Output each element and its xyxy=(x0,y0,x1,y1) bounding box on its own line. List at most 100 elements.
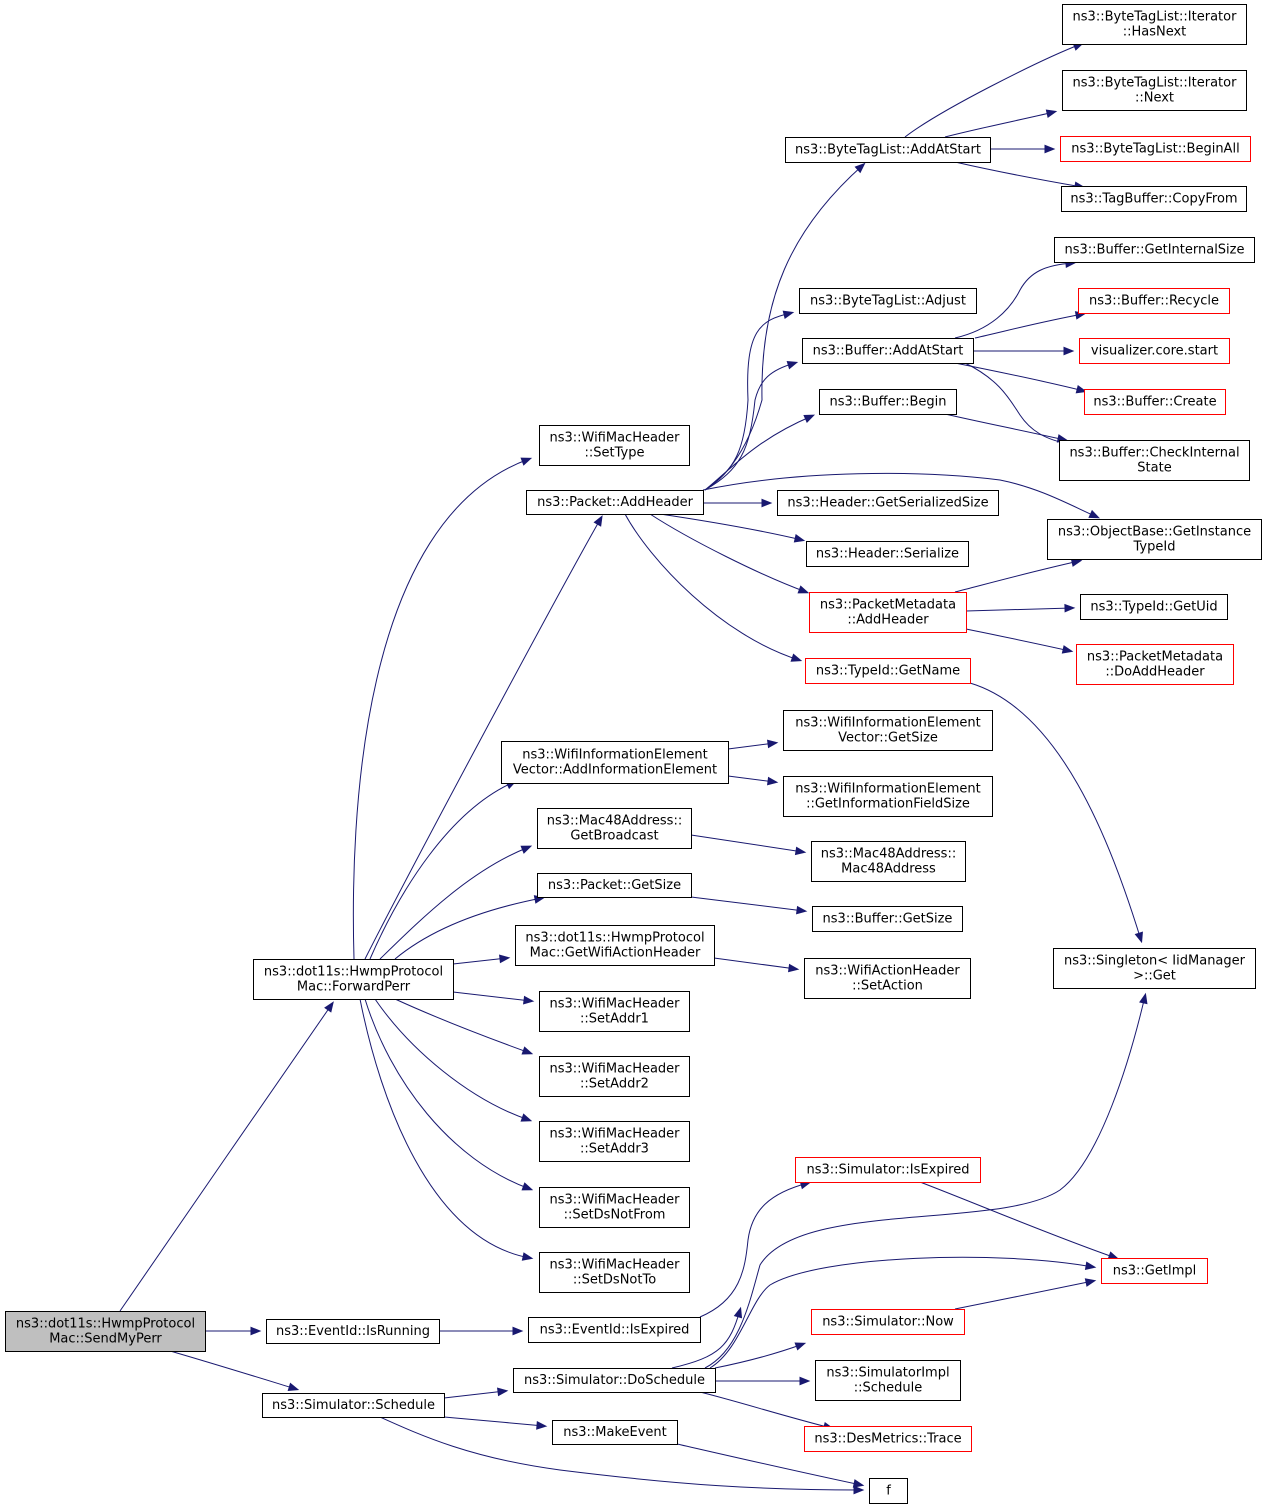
node-box xyxy=(1047,519,1262,560)
edge-forwardperr-to-wmh-settype xyxy=(352,457,533,960)
edge-forwardperr-to-mac48-getbroadcast xyxy=(379,845,533,960)
node-label: ns3::WifiMacHeader xyxy=(549,1127,680,1142)
edge-arrowhead xyxy=(250,1326,262,1336)
edge-line xyxy=(954,560,1080,593)
node-pm-doaddheader[interactable]: ns3::PacketMetadata::DoAddHeader xyxy=(1076,644,1234,685)
node-label: ns3::GetImpl xyxy=(1113,1264,1197,1279)
edge-arrowhead xyxy=(1075,384,1088,394)
edge-btl-addatstart-to-tagbuffer-copyfrom xyxy=(954,161,1086,190)
node-wiev-addinfo[interactable]: ns3::WifiInformationElementVector::AddIn… xyxy=(501,741,729,784)
edge-line xyxy=(690,834,804,853)
node-box xyxy=(804,1426,972,1452)
node-typeid-getuid[interactable]: ns3::TypeId::GetUid xyxy=(1080,594,1228,620)
node-singleton-get[interactable]: ns3::Singleton< IidManager >::Get xyxy=(1053,948,1256,989)
node-buffer-begin[interactable]: ns3::Buffer::Begin xyxy=(819,389,957,415)
edge-line xyxy=(702,472,1098,518)
node-eventid-isrunning[interactable]: ns3::EventId::IsRunning xyxy=(266,1319,440,1344)
node-label: ns3::WifiMacHeader xyxy=(549,997,680,1012)
node-eventid-isexpired[interactable]: ns3::EventId::IsExpired xyxy=(528,1317,701,1343)
edges-layer xyxy=(119,42,1148,1495)
node-visualizer-core-start[interactable]: visualizer.core.start xyxy=(1079,338,1230,364)
edge-line xyxy=(443,1416,545,1427)
node-getimpl[interactable]: ns3::GetImpl xyxy=(1101,1258,1208,1284)
edge-getwifiactionheader-to-wah-setaction xyxy=(713,957,800,973)
node-label: ns3::PacketMetadata xyxy=(1087,650,1223,665)
node-wmh-setaddr3[interactable]: ns3::WifiMacHeader::SetAddr3 xyxy=(539,1121,690,1162)
node-wah-setaction[interactable]: ns3::WifiActionHeader::SetAction xyxy=(804,958,971,999)
node-buffer-addatstart[interactable]: ns3::Buffer::AddAtStart xyxy=(802,338,974,364)
node-getwifiactionheader[interactable]: ns3::dot11s::HwmpProtocolMac::GetWifiAct… xyxy=(515,925,715,966)
edge-pm-addheader-to-pm-doaddheader xyxy=(965,628,1074,654)
node-btl-beginall[interactable]: ns3::ByteTagList::BeginAll xyxy=(1060,136,1251,162)
node-wmh-setdsnotto[interactable]: ns3::WifiMacHeader::SetDsNotTo xyxy=(539,1252,690,1293)
edge-arrowhead xyxy=(523,995,535,1005)
node-btl-addatstart[interactable]: ns3::ByteTagList::AddAtStart xyxy=(785,137,991,163)
node-btl-adjust[interactable]: ns3::ByteTagList::Adjust xyxy=(799,288,977,314)
node-simulator-now[interactable]: ns3::Simulator::Now xyxy=(811,1309,965,1335)
node-wiev-getsize[interactable]: ns3::WifiInformationElementVector::GetSi… xyxy=(783,710,993,751)
node-simimpl-schedule[interactable]: ns3::SimulatorImpl::Schedule xyxy=(815,1360,961,1401)
edge-arrowhead xyxy=(1084,1278,1097,1287)
node-label: ::SetDsNotTo xyxy=(573,1273,656,1288)
node-box xyxy=(1079,338,1230,364)
node-wmh-setaddr2[interactable]: ns3::WifiMacHeader::SetAddr2 xyxy=(539,1056,690,1097)
node-header-serialize[interactable]: ns3::Header::Serialize xyxy=(806,541,969,567)
node-simulator-isexpired[interactable]: ns3::Simulator::IsExpired xyxy=(795,1157,981,1183)
edge-btl-addatstart-to-btl-iter-next xyxy=(944,109,1058,138)
node-makeevent[interactable]: ns3::MakeEvent xyxy=(552,1420,678,1445)
node-forwardperr[interactable]: ns3::dot11s::HwmpProtocolMac::ForwardPer… xyxy=(253,959,454,1000)
node-f[interactable]: f xyxy=(869,1478,908,1504)
edge-line xyxy=(965,628,1071,652)
node-label: ns3::WifiMacHeader xyxy=(549,1258,680,1273)
node-wmh-setdsnotfrom[interactable]: ns3::WifiMacHeader::SetDsNotFrom xyxy=(539,1187,690,1228)
node-pm-addheader[interactable]: ns3::PacketMetadata::AddHeader xyxy=(809,592,967,633)
node-buffer-create[interactable]: ns3::Buffer::Create xyxy=(1084,389,1226,415)
edge-arrowhead xyxy=(767,776,779,786)
node-buffer-recycle[interactable]: ns3::Buffer::Recycle xyxy=(1078,288,1230,314)
node-wmh-settype[interactable]: ns3::WifiMacHeader::SetType xyxy=(539,425,690,466)
node-box xyxy=(1101,1258,1208,1284)
nodes-layer: ns3::dot11s::HwmpProtocolMac::SendMyPerr… xyxy=(5,4,1262,1504)
node-btl-iter-next[interactable]: ns3::ByteTagList::Iterator::Next xyxy=(1062,70,1247,111)
node-box xyxy=(811,841,966,882)
edge-arrowhead xyxy=(1063,346,1075,356)
node-packet-addheader[interactable]: ns3::Packet::AddHeader xyxy=(526,490,704,515)
node-buffer-getsize[interactable]: ns3::Buffer::GetSize xyxy=(812,906,963,932)
node-btl-iter-hasnext[interactable]: ns3::ByteTagList::Iterator::HasNext xyxy=(1062,4,1247,45)
node-simulator-doschedule[interactable]: ns3::Simulator::DoSchedule xyxy=(513,1368,716,1393)
edge-simulator-isexpired-to-getimpl xyxy=(919,1181,1120,1260)
node-desmetrics-trace[interactable]: ns3::DesMetrics::Trace xyxy=(804,1426,972,1452)
edge-forwardperr-to-getwifiactionheader xyxy=(452,954,511,965)
node-typeid-getname[interactable]: ns3::TypeId::GetName xyxy=(805,658,971,684)
node-tagbuffer-copyfrom[interactable]: ns3::TagBuffer::CopyFrom xyxy=(1061,186,1247,212)
node-label: ::Next xyxy=(1135,91,1174,106)
node-wmh-setaddr1[interactable]: ns3::WifiMacHeader::SetAddr1 xyxy=(539,991,690,1032)
edge-simulator-doschedule-to-singleton-get xyxy=(671,1306,743,1369)
edge-arrowhead xyxy=(761,498,773,508)
node-label: ns3::ByteTagList::AddAtStart xyxy=(795,143,981,158)
node-box xyxy=(539,1252,690,1293)
node-mac48-getbroadcast[interactable]: ns3::Mac48Address::GetBroadcast xyxy=(537,808,692,849)
node-mac48-mac48address[interactable]: ns3::Mac48Address::Mac48Address xyxy=(811,841,966,882)
edge-btl-addatstart-to-btl-iter-hasnext xyxy=(904,42,1085,138)
node-header-getserializedsize[interactable]: ns3::Header::GetSerializedSize xyxy=(777,490,999,516)
edge-wiev-addinfo-to-wie-getinfofieldsize xyxy=(727,775,779,786)
edge-arrowhead xyxy=(512,1326,524,1336)
node-buffer-getinternalsize[interactable]: ns3::Buffer::GetInternalSize xyxy=(1054,237,1255,263)
node-packet-getsize[interactable]: ns3::Packet::GetSize xyxy=(537,873,692,898)
edge-line xyxy=(964,362,1071,445)
node-label: ns3::EventId::IsExpired xyxy=(540,1323,690,1338)
node-simulator-schedule[interactable]: ns3::Simulator::Schedule xyxy=(262,1393,445,1418)
node-label: Mac::GetWifiActionHeader xyxy=(530,946,701,961)
node-wie-getinfofieldsize[interactable]: ns3::WifiInformationElement::GetInformat… xyxy=(783,776,993,817)
edge-packet-addheader-to-header-getserializedsize xyxy=(703,498,773,508)
edge-arrowhead xyxy=(767,739,779,749)
edge-packet-addheader-to-buffer-begin xyxy=(704,414,816,491)
edge-arrowhead xyxy=(1070,558,1083,567)
node-label: ns3::Header::Serialize xyxy=(816,547,959,562)
edge-arrowhead xyxy=(788,963,800,973)
